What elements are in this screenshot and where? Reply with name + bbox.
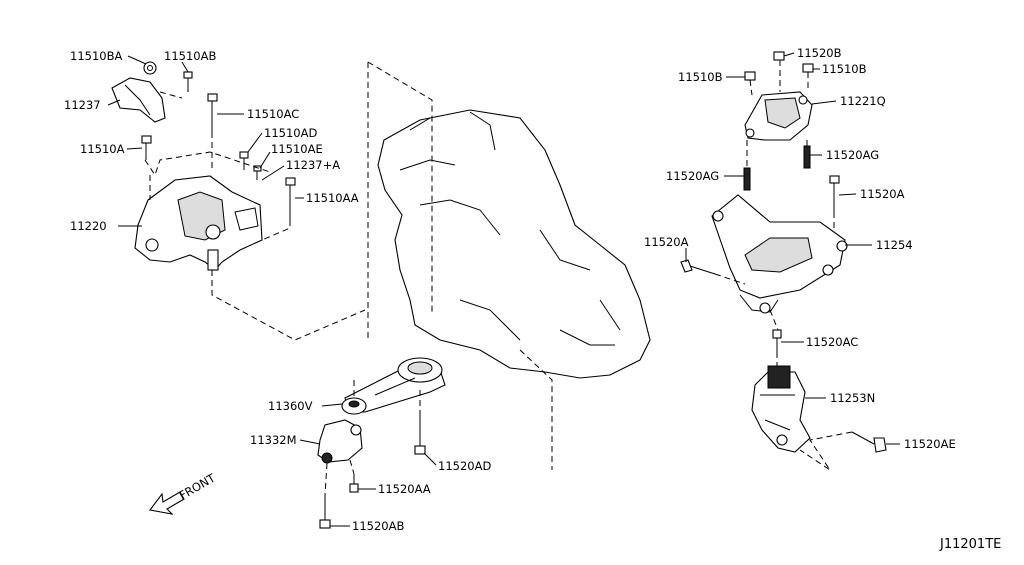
engine-block [367,61,651,470]
label-11220: 11220 [70,219,107,233]
label-11510BA: 11510BA [70,49,122,63]
front-arrow [149,491,185,515]
label-11221Q: 11221Q [840,94,886,108]
label-11510AD: 11510AD [264,126,317,140]
label-11520AG-left: 11520AG [666,169,719,183]
label-11520AG-right: 11520AG [826,148,879,162]
torque-rod [341,357,446,415]
label-11520AA: 11520AA [378,482,431,496]
label-11510A: 11510A [80,142,125,156]
label-11510B-right: 11510B [822,62,867,76]
label-11253N: 11253N [830,391,875,405]
part-labels: 11510BA 11510AB 11237 11510AC 11510A 115… [64,46,1001,552]
front-label: FRONT [177,470,219,502]
rod-bracket [317,390,426,529]
label-11237: 11237 [64,98,101,112]
diagram-code: J11201TE [939,537,1001,552]
leader-lines [107,52,900,527]
label-11510AC: 11510AC [247,107,299,121]
label-11332M: 11332M [250,433,297,447]
label-11520A-left: 11520A [644,235,689,249]
label-11520AB: 11520AB [352,519,404,533]
label-11510AE: 11510AE [271,142,323,156]
label-11510AA: 11510AA [306,191,359,205]
label-11237A: 11237+A [286,158,340,172]
label-11520A-right: 11520A [860,187,905,201]
label-11360V: 11360V [268,399,313,413]
left-engine-mount [111,61,366,341]
label-11520AD: 11520AD [438,459,491,473]
label-11520AE: 11520AE [904,437,956,451]
right-upper-mount [743,51,840,228]
label-11510AB: 11510AB [164,49,216,63]
label-11520AC: 11520AC [806,335,858,349]
label-11520B: 11520B [797,46,842,60]
label-11510B-left: 11510B [678,70,723,84]
lower-right-mount [751,329,887,471]
label-11254: 11254 [876,238,913,252]
right-bracket [680,194,848,331]
